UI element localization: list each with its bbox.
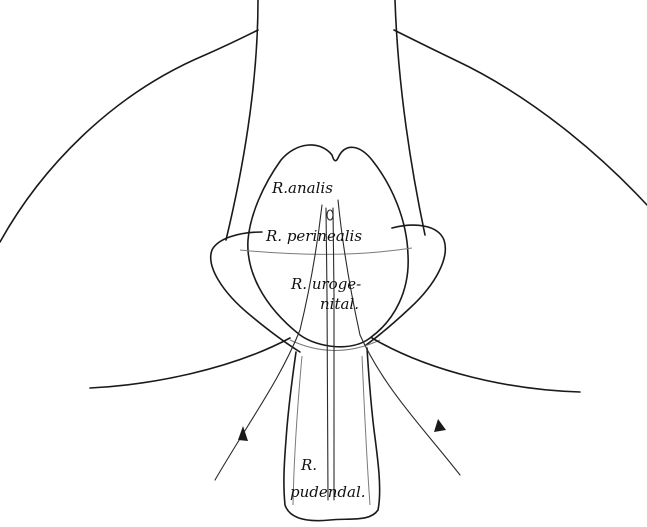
anus-mark bbox=[327, 210, 333, 220]
perineal-region bbox=[248, 145, 408, 347]
label-r-perinealis: R. perinealis bbox=[265, 227, 362, 245]
left-lateral-lobe bbox=[211, 232, 300, 352]
label-r-pudendal-2: pudendal. bbox=[290, 483, 366, 501]
nerve-left-branch bbox=[215, 205, 322, 480]
label-r-pudendal-1: R. bbox=[300, 456, 317, 474]
nerve-center-line-1 bbox=[326, 208, 328, 500]
label-r-urogenital-1: R. uroge- bbox=[290, 275, 361, 293]
central-band-right bbox=[395, 0, 425, 235]
right-thigh-curve bbox=[372, 338, 580, 392]
right-arrow-icon bbox=[434, 419, 446, 432]
nerve-center-line-2 bbox=[333, 208, 334, 500]
outer-body-outline bbox=[0, 30, 647, 242]
central-band-left bbox=[226, 0, 258, 240]
left-thigh-curve bbox=[90, 338, 290, 388]
label-r-urogenital-2: nital. bbox=[320, 295, 359, 313]
label-r-analis: R.analis bbox=[271, 179, 333, 197]
